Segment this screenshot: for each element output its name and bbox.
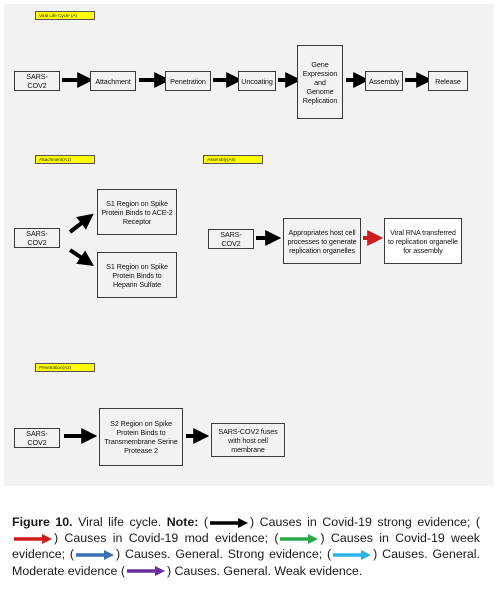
tag-penetration: Penetration(A2) <box>35 363 95 372</box>
figure-caption: Figure 10. Viral life cycle. Note: () Ca… <box>12 515 481 578</box>
caption-title: Viral life cycle. <box>78 515 162 529</box>
legend-text-4: ) Causes. General. Strong evidence; <box>116 547 323 562</box>
caption-label: Figure 10. <box>12 515 73 529</box>
legend-arrow-cyan <box>331 550 373 561</box>
legend-arrow-black <box>208 517 250 528</box>
assembly-source: SARS-COV2 <box>208 229 254 249</box>
legend-arrow-red <box>12 533 54 544</box>
node-sars-cov2: SARS-COV2 <box>14 71 60 91</box>
attach-target-ace2: S1 Region on Spike Protein Binds to ACE-… <box>97 189 177 235</box>
assembly-step1: Appropriates host cell processes to gene… <box>283 218 361 264</box>
arrows-layer <box>62 72 433 444</box>
node-release: Release <box>428 71 468 91</box>
attach-target-heparin: S1 Region on Spike Protein Binds to Hepa… <box>97 252 177 298</box>
caption-note-label: Note: <box>166 515 199 529</box>
node-assembly: Assembly <box>365 71 403 91</box>
tag-assembly: Assembly(A5) <box>203 155 263 164</box>
legend-text-6: ) Causes. General. Weak evidence. <box>166 563 363 578</box>
node-gene-expression: Gene Expression and Genome Replication <box>297 45 343 119</box>
tag-attachment: Attachment(A1) <box>35 155 95 164</box>
assembly-step2: Viral RNA transferred to replication org… <box>384 218 462 264</box>
penetration-step2: SARS-COV2 fuses with host cell membrane <box>211 423 285 457</box>
legend-text-1: ) Causes in Covid-19 strong evidence; <box>250 515 471 529</box>
legend-arrow-purple <box>125 566 167 577</box>
arrow-attach-heparin <box>68 248 94 266</box>
legend-text-3: ) Causes in Covid-19 week evidence; <box>12 531 480 562</box>
penetration-step1: S2 Region on Spike Protein Binds to Tran… <box>99 408 183 466</box>
legend-text-2: ) Causes in Covid-19 mod evidence; <box>54 531 269 546</box>
tag-lifecycle: Viral Life Cycle (A) <box>35 11 95 20</box>
node-uncoating: Uncoating <box>238 71 276 91</box>
legend-arrow-blue <box>74 550 116 561</box>
legend-arrow-green <box>278 533 320 544</box>
node-penetration: Penetration <box>165 71 211 91</box>
penetration-source: SARS-COV2 <box>14 428 60 448</box>
arrow-attach-ace2 <box>68 213 94 234</box>
legend-text-5: ) Causes. General. Moderate evidence <box>12 547 480 578</box>
attach-source: SARS-COV2 <box>14 228 60 248</box>
node-attachment: Attachment <box>90 71 136 91</box>
